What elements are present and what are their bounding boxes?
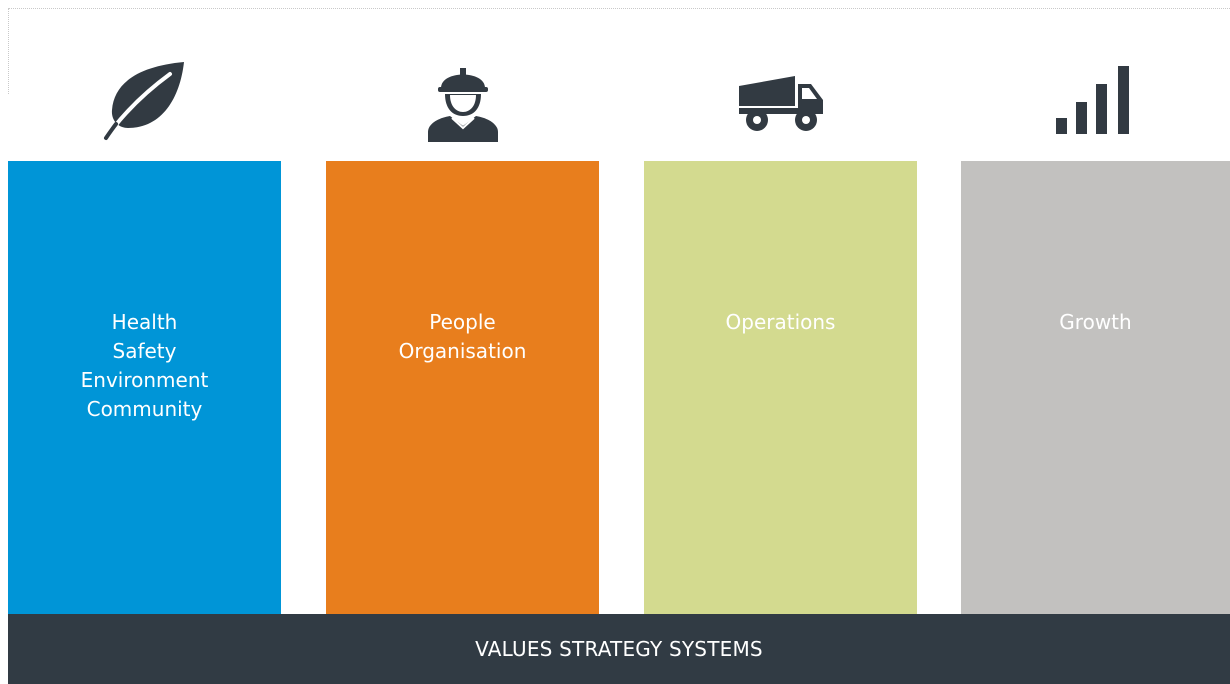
leaf-icon (100, 58, 190, 142)
growth-bars-icon (1052, 58, 1142, 142)
pillar-people-organisation: People Organisation (326, 161, 599, 614)
pillar-label: Operations (726, 308, 836, 337)
pillar-line: Health (111, 310, 178, 334)
pillar-line: Growth (1059, 310, 1132, 334)
pillar-line: Organisation (398, 339, 527, 363)
dotted-border-left (8, 8, 9, 94)
pillar-line: People (429, 310, 496, 334)
pillar-line: Community (86, 397, 203, 421)
pillar-operations: Operations (644, 161, 917, 614)
pillar-growth: Growth (961, 161, 1230, 614)
pillar-line: Safety (112, 339, 177, 363)
pillar-label: People Organisation (399, 308, 527, 366)
worker-hardhat-icon (418, 58, 508, 142)
pillar-label: Health Safety Environment Community (81, 308, 209, 424)
pillar-health-safety-environment-community: Health Safety Environment Community (8, 161, 281, 614)
dotted-border-top (8, 8, 1230, 9)
pillar-line: Operations (725, 310, 836, 334)
foundation-bar: VALUES STRATEGY SYSTEMS (8, 614, 1230, 684)
pillar-line: Environment (80, 368, 209, 392)
pillar-label: Growth (1059, 308, 1131, 337)
dump-truck-icon (737, 58, 827, 142)
foundation-label: VALUES STRATEGY SYSTEMS (475, 637, 763, 661)
